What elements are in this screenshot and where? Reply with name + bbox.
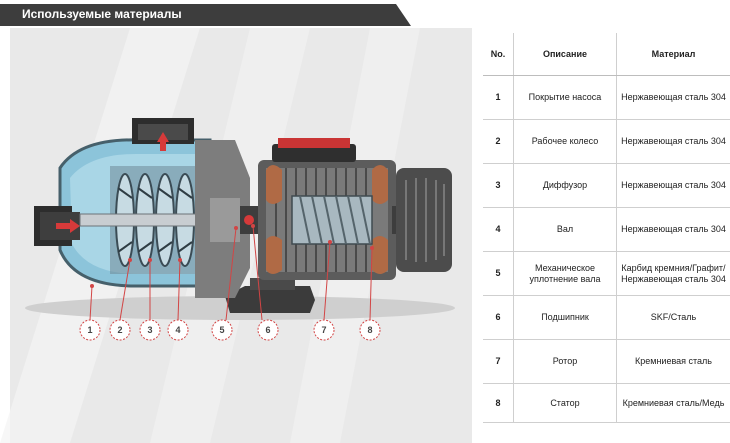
discharge-arrow-icon xyxy=(157,132,169,142)
inlet-arrow-shaft xyxy=(56,223,70,229)
table-row: 5 Механическое уплотнение вала Карбид кр… xyxy=(483,251,730,296)
row-description: Диффузор xyxy=(513,163,617,208)
copper-winding xyxy=(266,236,282,274)
callout-7: 7 xyxy=(313,319,335,341)
table-row: 2 Рабочее колесо Нержавеющая сталь 304 xyxy=(483,119,730,164)
terminal-cover xyxy=(278,138,350,148)
table-row: 8 Статор Кремниевая сталь/Медь xyxy=(483,383,730,423)
callout-number: 6 xyxy=(265,325,270,335)
row-description: Рабочее колесо xyxy=(513,119,617,164)
callout-number: 7 xyxy=(321,325,326,335)
rotor-bars xyxy=(299,195,371,245)
callout-number: 8 xyxy=(367,325,372,335)
pump-base-leg xyxy=(250,278,295,290)
callout-4: 4 xyxy=(167,319,189,341)
table-row: 4 Вал Нержавеющая сталь 304 xyxy=(483,207,730,252)
row-number: 2 xyxy=(483,119,514,164)
row-description: Вал xyxy=(513,207,617,252)
row-description: Механическое уплотнение вала xyxy=(513,251,617,296)
row-number: 6 xyxy=(483,295,514,340)
callout-number: 3 xyxy=(147,325,152,335)
row-number: 4 xyxy=(483,207,514,252)
row-description: Подшипник xyxy=(513,295,617,340)
row-material: Нержавеющая сталь 304 xyxy=(616,207,730,252)
row-material: Нержавеющая сталь 304 xyxy=(616,119,730,164)
terminal-box xyxy=(272,144,356,162)
callout-number: 2 xyxy=(117,325,122,335)
row-material: Нержавеющая сталь 304 xyxy=(616,163,730,208)
column-header-no: No. xyxy=(483,33,514,76)
table-row: 6 Подшипник SKF/Сталь xyxy=(483,295,730,340)
row-number: 5 xyxy=(483,251,514,296)
row-number: 8 xyxy=(483,383,514,423)
callout-3: 3 xyxy=(139,319,161,341)
callout-anchor-dots xyxy=(90,224,374,288)
callout-5: 5 xyxy=(211,319,233,341)
row-material: Кремниевая сталь xyxy=(616,339,730,384)
section-title: Используемые материалы xyxy=(22,7,182,21)
fan-grille xyxy=(405,178,445,262)
copper-winding xyxy=(266,165,282,204)
pump-cutaway-diagram: 1 2 3 4 5 6 7 8 xyxy=(0,28,472,443)
table-row: 1 Покрытие насоса Нержавеющая сталь 304 xyxy=(483,75,730,120)
table-header-row: No. Описание Материал xyxy=(483,33,730,76)
callout-1: 1 xyxy=(79,319,101,341)
row-number: 1 xyxy=(483,75,514,120)
header-band: Используемые материалы xyxy=(0,4,411,26)
callout-6: 6 xyxy=(257,319,279,341)
row-material: Нержавеющая сталь 304 xyxy=(616,75,730,120)
callout-leaders xyxy=(89,225,373,321)
row-description: Ротор xyxy=(513,339,617,384)
copper-winding xyxy=(372,236,388,274)
row-description: Статор xyxy=(513,383,617,423)
materials-table: No. Описание Материал 1 Покрытие насоса … xyxy=(483,33,730,423)
inlet-arrow-icon xyxy=(70,219,80,233)
column-header-material: Материал xyxy=(616,33,730,76)
discharge-arrow-shaft xyxy=(160,141,166,151)
callout-number: 4 xyxy=(175,325,180,335)
pump-base-foot xyxy=(225,286,315,313)
row-description: Покрытие насоса xyxy=(513,75,617,120)
row-number: 3 xyxy=(483,163,514,208)
row-material: Кремниевая сталь/Медь xyxy=(616,383,730,423)
row-material: SKF/Сталь xyxy=(616,295,730,340)
fan-cover xyxy=(396,168,452,272)
bearing-marker xyxy=(244,215,254,225)
impeller-vanes xyxy=(117,187,193,253)
callout-2: 2 xyxy=(109,319,131,341)
row-number: 7 xyxy=(483,339,514,384)
pump-diagram-svg: 1 2 3 4 5 6 7 8 xyxy=(0,28,455,443)
copper-winding xyxy=(372,165,388,204)
column-header-description: Описание xyxy=(513,33,617,76)
row-material: Карбид кремния/Графит/Нержавеющая сталь … xyxy=(616,251,730,296)
table-row: 7 Ротор Кремниевая сталь xyxy=(483,339,730,384)
callout-number: 1 xyxy=(87,325,92,335)
table-row: 3 Диффузор Нержавеющая сталь 304 xyxy=(483,163,730,208)
callout-8: 8 xyxy=(359,319,381,341)
callout-number: 5 xyxy=(219,325,224,335)
